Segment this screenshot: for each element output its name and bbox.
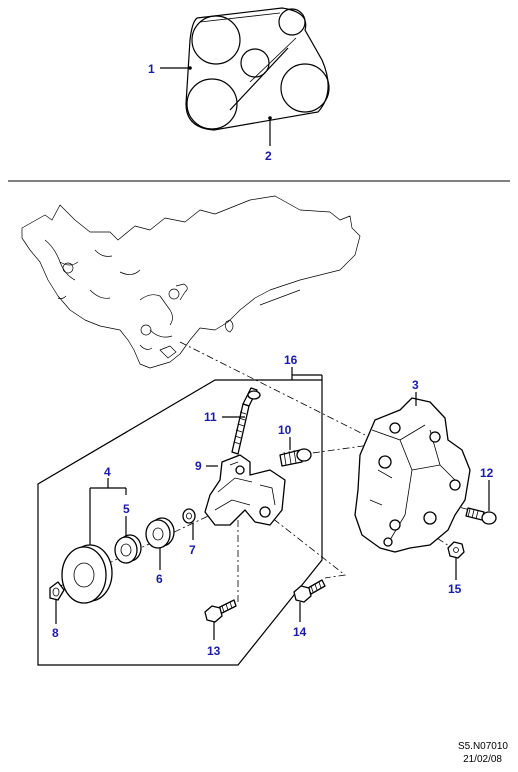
bolt-12 (465, 507, 497, 525)
bolt-13 (204, 599, 237, 623)
pulley-right (280, 63, 330, 113)
drawing-code: S5.N07010 (458, 741, 508, 752)
kit-outline (37, 379, 323, 666)
belt-routing-diagram (160, 7, 330, 146)
callout-14: 14 (293, 625, 307, 639)
callout-numbers: 1 2 16 3 11 10 9 4 12 5 7 6 15 8 14 13 (52, 62, 494, 658)
pulley-top-right (278, 8, 306, 36)
mounting-bracket (354, 397, 471, 553)
bolt-11 (231, 387, 261, 455)
alignment-line-bolt-14 (261, 509, 346, 579)
callout-10: 10 (278, 423, 292, 437)
callout-2: 2 (265, 149, 272, 163)
pulley-top-left (191, 15, 241, 65)
callout-4: 4 (104, 465, 111, 479)
callout-9: 9 (195, 459, 202, 473)
callout-5: 5 (123, 502, 130, 516)
callout-15: 15 (448, 582, 462, 596)
drawing-date: 21/02/08 (463, 754, 502, 765)
callout-16: 16 (284, 353, 298, 367)
leader-lines (55, 367, 490, 640)
callout-3: 3 (412, 378, 419, 392)
bolt-14 (293, 579, 326, 603)
tensioner-arm (204, 454, 286, 526)
callout-11: 11 (204, 410, 217, 424)
pulley-center (240, 48, 270, 78)
callout-6: 6 (156, 572, 163, 586)
pulley-assembly (49, 508, 196, 604)
callout-12: 12 (480, 466, 494, 480)
callout-8: 8 (52, 626, 59, 640)
pulley-bottom-left (186, 78, 238, 130)
callout-13: 13 (207, 644, 221, 658)
callout-7: 7 (189, 543, 196, 557)
bolt-10 (279, 448, 312, 467)
alignment-line-engine (179, 341, 376, 441)
engine-block-outline (21, 195, 361, 369)
callout-1: 1 (148, 62, 155, 76)
nut-15 (447, 541, 465, 559)
alignment-line-bolt-10 (297, 444, 371, 456)
